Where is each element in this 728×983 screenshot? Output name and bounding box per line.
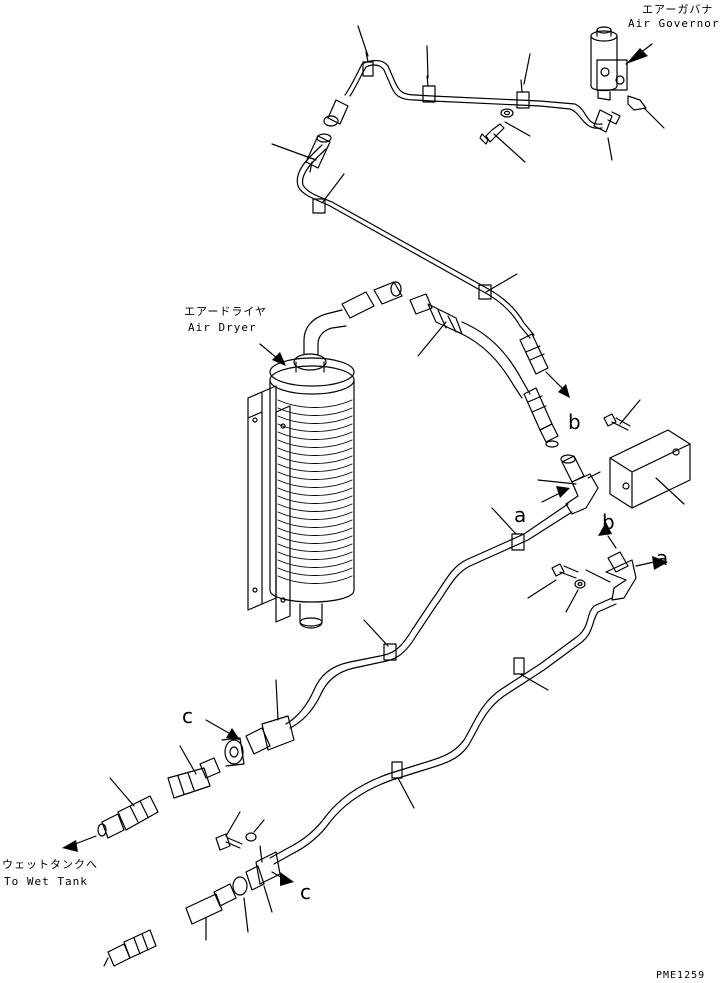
tee-fitting-b [585, 535, 655, 601]
wet-tank-label-en: To Wet Tank [4, 875, 88, 888]
tube-a [285, 503, 573, 729]
air-dryer [247, 281, 403, 629]
tube-b [269, 597, 617, 865]
dryer-outlet-hose [409, 293, 559, 448]
air-dryer-label-jp: エアードライヤ [184, 305, 268, 318]
ref-c-upper: c [182, 704, 193, 728]
air-governor-label-jp: エアーガバナ [642, 3, 714, 16]
middle-bolt-washer [527, 563, 586, 613]
right-bracket [603, 399, 691, 509]
arrow-b-lower-head [598, 522, 612, 536]
upper-bolt-washer [479, 108, 514, 145]
governor-arrowhead [626, 48, 648, 64]
arrow-a-head [556, 486, 570, 498]
arrow-a-right-head [652, 556, 668, 570]
union-fitting-a [537, 454, 601, 515]
lower-left-fittings [103, 811, 281, 967]
arrow-b-upper-head [558, 384, 570, 398]
wet-tank-fittings [97, 679, 295, 839]
ref-c-lower: c [300, 880, 311, 904]
upper-leaders [321, 25, 665, 293]
arrow-c-upper-head [226, 728, 240, 740]
ref-b-upper: b [568, 410, 581, 434]
arrow-c-lower-head [280, 872, 294, 886]
wet-tank-label-jp: ウェットタンクへ [2, 858, 98, 871]
ref-a-left: a [514, 503, 527, 527]
drawing-code: PME1259 [656, 970, 706, 981]
ref-a-right: a [656, 546, 669, 570]
upper-left-hose-fittings [271, 99, 349, 173]
dryer-arrowhead [272, 352, 286, 366]
ref-b-lower: b [602, 510, 615, 534]
air-governor [590, 26, 653, 133]
upper-clamps [312, 51, 530, 300]
wet-tank-arrowhead [62, 840, 78, 852]
upper-tube-route [296, 59, 603, 339]
air-governor-label-en: Air Governor [628, 17, 720, 30]
air-dryer-label-en: Air Dryer [188, 321, 257, 334]
